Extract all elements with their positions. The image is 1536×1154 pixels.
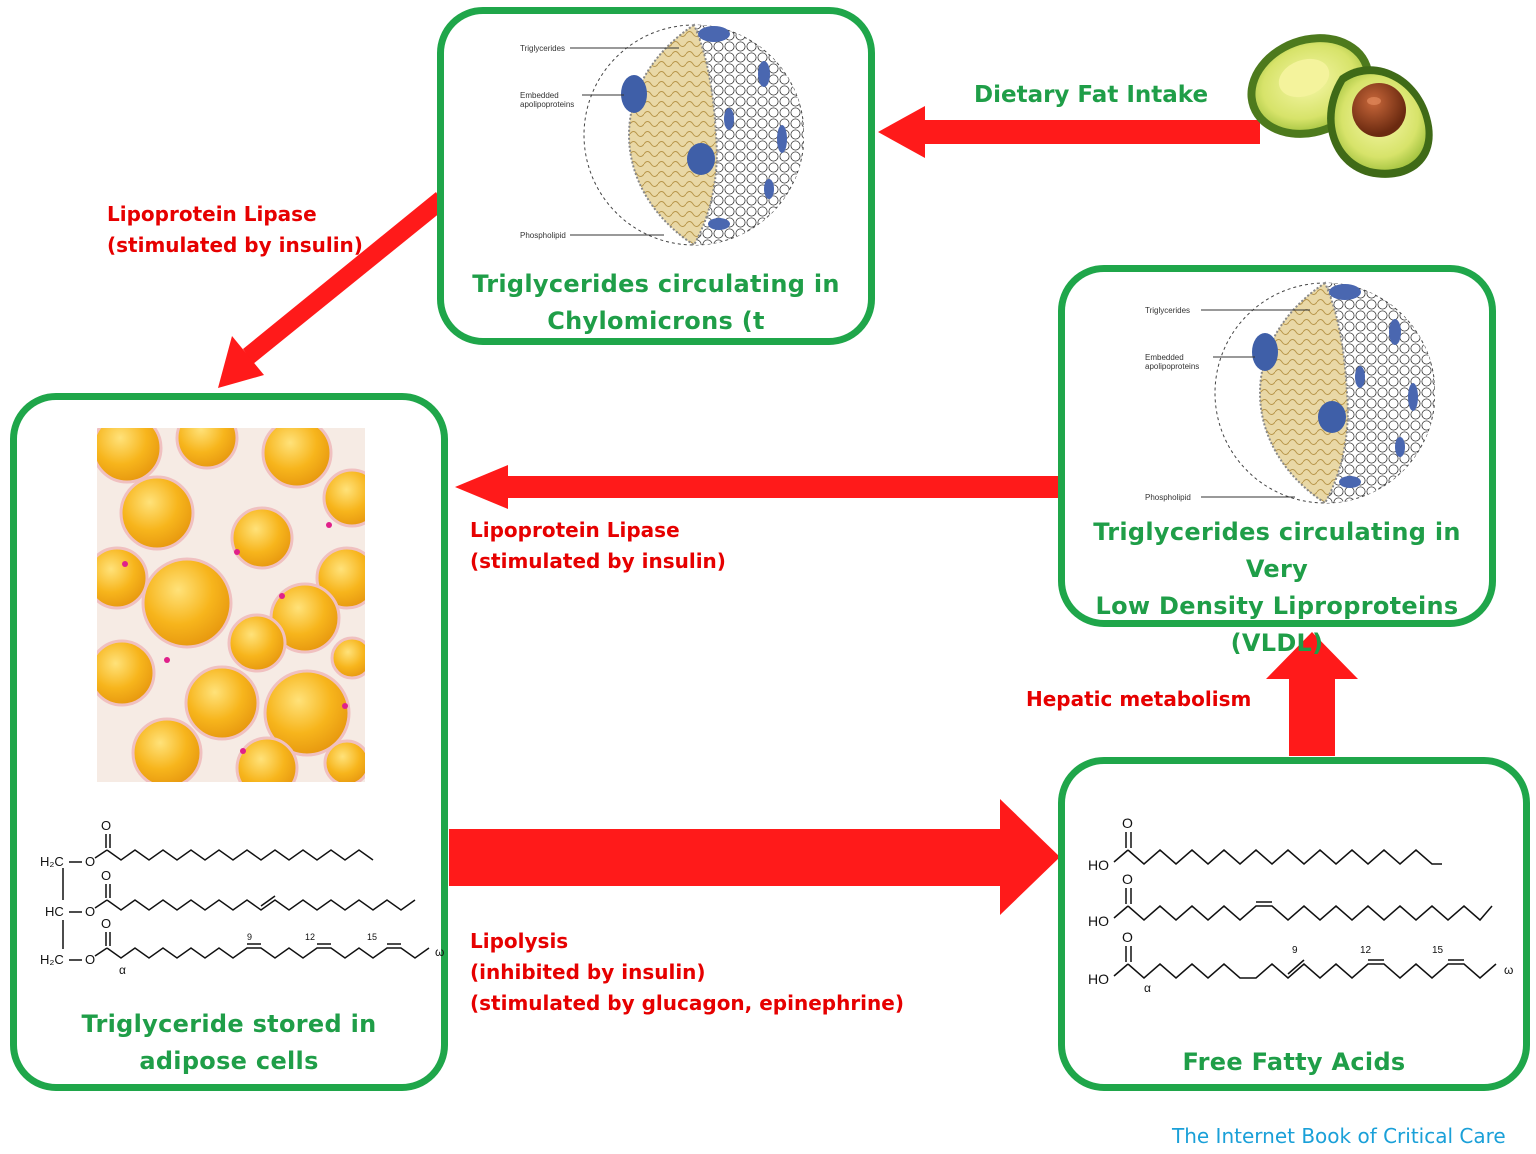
tg-n12: 12 — [305, 932, 315, 942]
tg-h2c-2: H₂C — [40, 952, 64, 967]
tg-co-2: O — [101, 868, 111, 883]
chylomicron-illustration: Triglycerides Embedded apolipoproteins P… — [520, 23, 804, 247]
ffa-n12: 12 — [1360, 945, 1372, 956]
vldl-emb-label-1: Embedded — [1145, 353, 1184, 362]
tg-o-2: O — [85, 904, 95, 919]
adipose-cells-image — [97, 428, 365, 782]
dietary-arrow — [878, 106, 1260, 158]
chylo-pl-label: Phospholipid — [520, 231, 566, 240]
tg-o-3: O — [85, 952, 95, 967]
ffa-n9: 9 — [1292, 945, 1298, 956]
ffa-ho-3: HO — [1088, 971, 1109, 987]
vldl-tg-label: Triglycerides — [1145, 306, 1190, 315]
fatty-acid-structures: HO HO HO O O O α ω 9 12 15 — [1088, 815, 1513, 995]
tg-co-3: O — [101, 916, 111, 931]
lipolysis-line2: (inhibited by insulin) — [470, 960, 706, 984]
ffa-o-1: O — [1122, 815, 1133, 831]
lpl-diagonal-arrow — [218, 192, 446, 388]
chylo-emb-label-1: Embedded — [520, 91, 559, 100]
chylomicron-title: Triglycerides circulating in Chylomicron… — [444, 266, 868, 340]
lipolysis-line3: (stimulated by glucagon, epinephrine) — [470, 991, 904, 1015]
tg-n9: 9 — [247, 932, 252, 942]
vldl-box: Triglycerides Embedded apolipoproteins P… — [1058, 265, 1496, 657]
tg-hc: HC — [45, 904, 64, 919]
lpl-top-line1: Lipoprotein Lipase — [107, 202, 317, 226]
tg-omega: ω — [435, 945, 444, 959]
triglyceride-structure: H₂C HC H₂C O O O O O O α ω 9 12 15 — [40, 818, 444, 977]
tg-n15: 15 — [367, 932, 377, 942]
lpl-mid-line2: (stimulated by insulin) — [470, 549, 726, 573]
lipolysis-label: Lipolysis (inhibited by insulin) (stimul… — [470, 926, 904, 1019]
tg-alpha: α — [119, 963, 126, 977]
adipose-title-line1: Triglyceride stored in — [81, 1010, 377, 1038]
vldl-emb-label-2: apolipoproteins — [1145, 362, 1199, 371]
ffa-o-2: O — [1122, 871, 1133, 887]
ffa-title: Free Fatty Acids — [1182, 1048, 1406, 1076]
chylomicron-title-line1: Triglycerides circulating in — [472, 270, 840, 298]
chylo-tg-label: Triglycerides — [520, 44, 565, 53]
site-credit: The Internet Book of Critical Care — [1172, 1124, 1506, 1148]
tg-h2c-1: H₂C — [40, 854, 64, 869]
ffa-ho-2: HO — [1088, 913, 1109, 929]
dietary-fat-label: Dietary Fat Intake — [974, 82, 1209, 108]
vldl-pl-label: Phospholipid — [1145, 493, 1191, 502]
tg-o-1: O — [85, 854, 95, 869]
ffa-omega: ω — [1504, 963, 1513, 977]
vldl-title-line1: Triglycerides circulating in Very — [1093, 518, 1461, 583]
adipose-title: Triglyceride stored in adipose cells — [17, 1006, 441, 1080]
lpl-top-label: Lipoprotein Lipase (stimulated by insuli… — [107, 199, 363, 261]
vldl-title: Triglycerides circulating in Very Low De… — [1065, 514, 1489, 662]
lpl-horizontal-arrow — [455, 465, 1058, 509]
vldl-title-line3: (VLDL) — [1230, 629, 1324, 657]
ffa-ho-1: HO — [1088, 857, 1109, 873]
lpl-mid-line1: Lipoprotein Lipase — [470, 518, 680, 542]
chylomicron-box: Triglycerides Embedded apolipoproteins P… — [437, 7, 875, 345]
hepatic-arrow — [1266, 632, 1358, 756]
lpl-top-line2: (stimulated by insulin) — [107, 233, 363, 257]
ffa-alpha: α — [1144, 981, 1151, 995]
adipose-title-line2: adipose cells — [139, 1047, 319, 1075]
chylomicron-title-line2: Chylomicrons (t — [547, 307, 765, 335]
lipolysis-arrow — [449, 799, 1060, 915]
avocado-image — [1247, 34, 1433, 178]
lpl-mid-label: Lipoprotein Lipase (stimulated by insuli… — [470, 515, 726, 577]
adipose-box: H₂C HC H₂C O O O O O O α ω 9 12 15 — [10, 393, 448, 1091]
hepatic-label: Hepatic metabolism — [1026, 687, 1252, 711]
tg-co-1: O — [101, 818, 111, 833]
vldl-title-line2: Low Density Liproproteins — [1095, 592, 1459, 620]
chylo-emb-label-2: apolipoproteins — [520, 100, 574, 109]
ffa-n15: 15 — [1432, 945, 1444, 956]
ffa-o-3: O — [1122, 929, 1133, 945]
vldl-illustration: Triglycerides Embedded apolipoproteins P… — [1145, 281, 1435, 505]
ffa-box: HO HO HO O O O α ω 9 12 15 Free Fatty Ac… — [1058, 757, 1530, 1091]
lipolysis-line1: Lipolysis — [470, 929, 569, 953]
